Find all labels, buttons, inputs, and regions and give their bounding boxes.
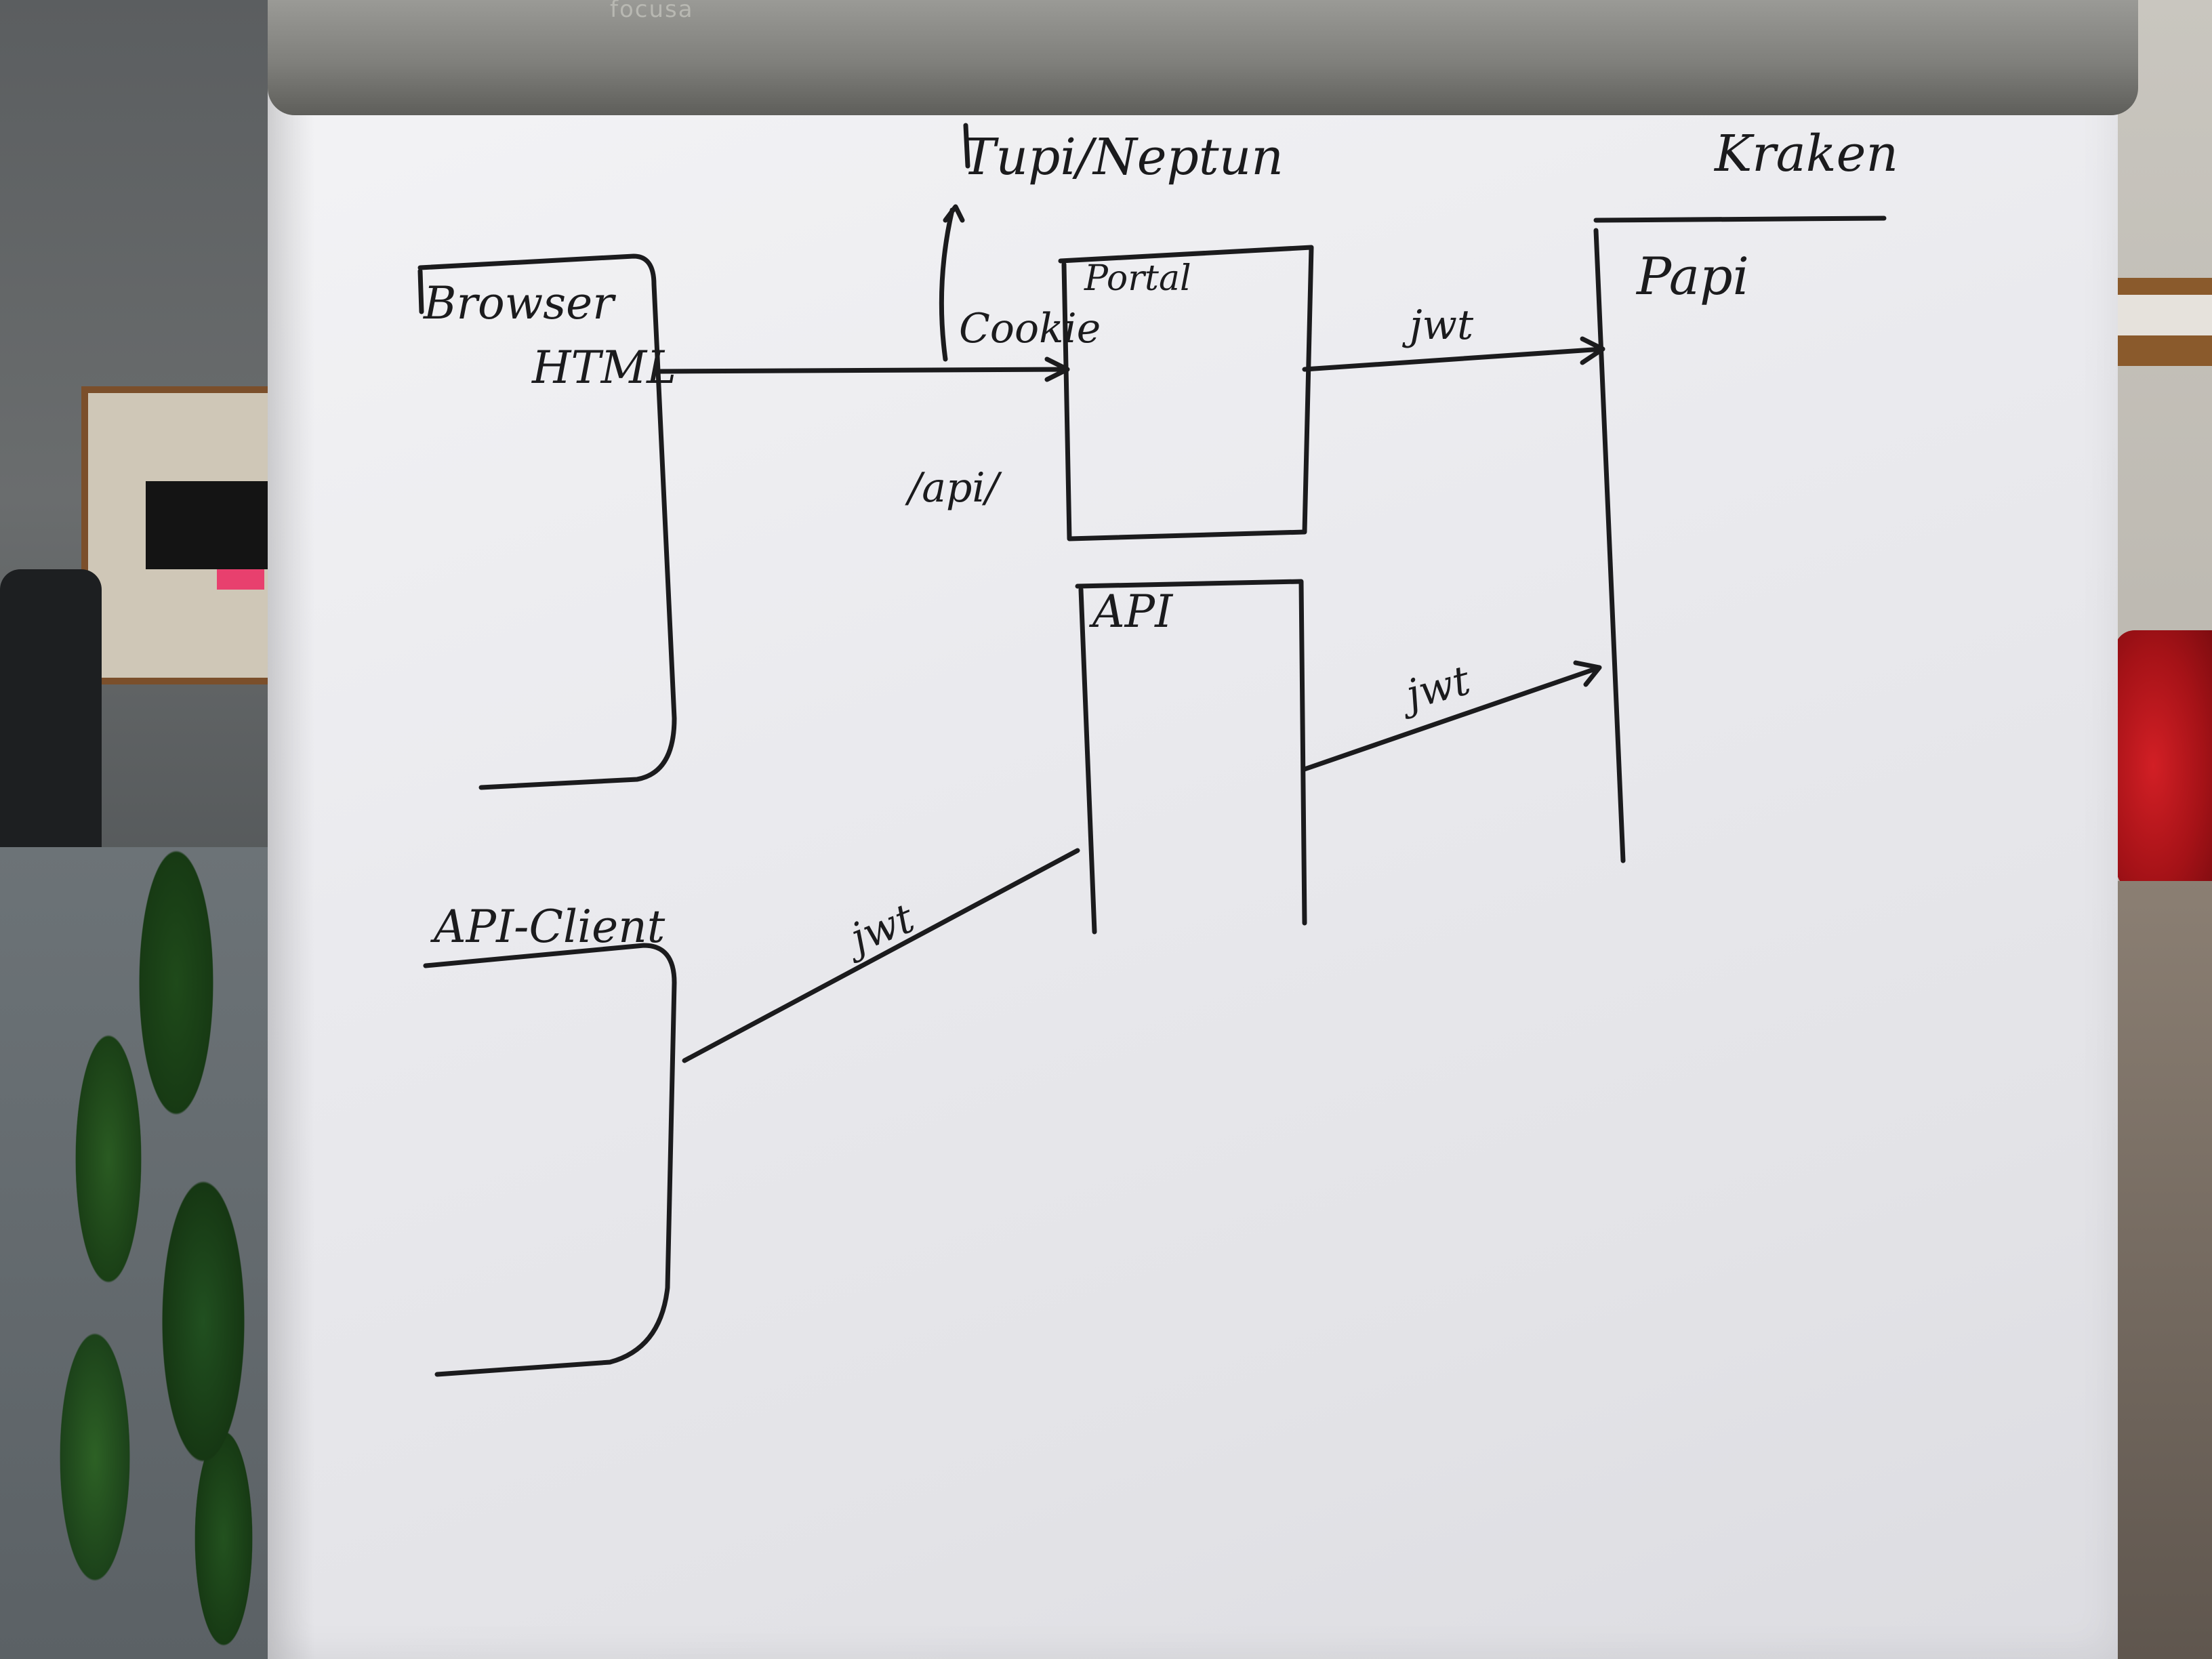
browser-box xyxy=(417,253,677,790)
portal-label: Portal xyxy=(1084,258,1191,299)
api-client-label: API-Client xyxy=(434,901,665,953)
sticky-note xyxy=(217,569,264,590)
wall-trim-inner xyxy=(2108,295,2212,335)
desk xyxy=(2114,881,2212,1659)
cookie-label: Cookie xyxy=(959,305,1101,352)
papi-bar-top xyxy=(1593,216,1887,223)
papi-label: Papi xyxy=(1637,246,1749,306)
api-client-box xyxy=(423,943,677,1377)
jwt-label-portal-papi: jwt xyxy=(1410,302,1474,349)
potted-plant xyxy=(0,779,312,1659)
api-box-left xyxy=(1078,587,1097,935)
tupi-marker-tick xyxy=(963,123,970,169)
api-path-label: /api/ xyxy=(908,464,999,512)
browser-html-label: HTML xyxy=(532,342,676,394)
computer-monitor xyxy=(146,481,274,569)
api-label: API xyxy=(1092,586,1173,638)
region-label-tupi-neptun: Tupi/Neptun xyxy=(962,128,1284,186)
red-chair xyxy=(2114,630,2212,901)
api-box xyxy=(1075,579,1307,926)
region-label-kraken: Kraken xyxy=(1715,125,1899,183)
tupi-bracket-arrow xyxy=(939,204,965,362)
flipchart-brand: focusa xyxy=(610,0,694,23)
line-client-api xyxy=(682,848,1080,1063)
portal-box xyxy=(1058,245,1314,541)
flipchart-header-bar: focusa xyxy=(268,0,2138,115)
flipchart-paper xyxy=(268,68,2118,1659)
arrow-api-papi xyxy=(1302,660,1602,772)
arrow-portal-papi xyxy=(1302,336,1605,372)
browser-label: Browser xyxy=(424,277,614,329)
arrow-browser-portal xyxy=(658,356,1070,382)
papi-bar-left xyxy=(1593,228,1626,863)
paper-shadow xyxy=(268,68,315,1659)
browser-box-left xyxy=(417,268,424,314)
